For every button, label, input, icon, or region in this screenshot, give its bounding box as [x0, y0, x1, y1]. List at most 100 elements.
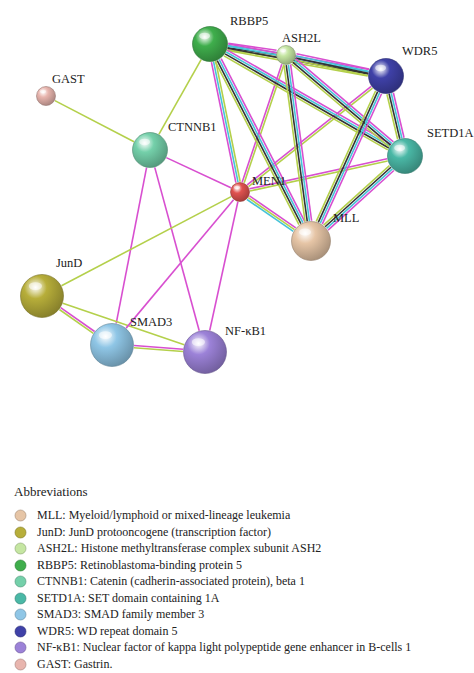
evidence-line: [288, 65, 309, 221]
protein-sphere: [192, 26, 228, 62]
evidence-line: [296, 54, 369, 69]
evidence-line: [55, 101, 134, 142]
interaction-edge: [166, 158, 231, 188]
protein-node: MLL: [291, 221, 331, 261]
legend-swatch: [15, 510, 26, 521]
legend-swatch-box: [14, 526, 27, 539]
evidence-line: [316, 91, 375, 221]
protein-node: NF-κB1: [183, 330, 227, 374]
interaction-edge: [224, 50, 391, 150]
sphere-highlight: [280, 49, 286, 53]
evidence-line: [61, 308, 95, 332]
evidence-line: [166, 158, 231, 188]
evidence-line: [216, 61, 240, 182]
sphere-shape: [133, 133, 168, 168]
legend-swatch-box: [14, 658, 27, 671]
evidence-line: [286, 65, 307, 221]
protein-node: GAST: [36, 86, 56, 106]
legend-row: SETD1A: SET domain containing 1A: [14, 591, 464, 605]
sphere-highlight: [199, 33, 210, 39]
sphere-highlight: [29, 282, 42, 290]
protein-sphere: [291, 221, 331, 261]
evidence-line: [247, 199, 293, 231]
interaction-edge: [295, 54, 369, 76]
sphere-shape: [21, 275, 64, 318]
node-label-box: MEN1: [252, 174, 286, 188]
sphere-shape: [193, 27, 228, 62]
evidence-line: [389, 94, 400, 139]
legend-text: ASH2L: Histone methyltransferase complex…: [37, 541, 321, 555]
node-label-box: MLL: [333, 211, 359, 225]
sphere-highlight: [139, 139, 150, 145]
node-label-box: RBBP5: [230, 14, 268, 28]
legend-text: MLL: Myeloid/lymphoid or mixed-lineage l…: [37, 508, 290, 522]
interaction-edge: [55, 101, 134, 142]
protein-name: CTNNB1: [168, 120, 217, 134]
protein-node: JunD: [20, 274, 64, 318]
legend-text: GAST: Gastrin.: [37, 657, 112, 671]
legend-swatch-box: [14, 592, 27, 605]
node-label-box: ASH2L: [282, 31, 321, 45]
interaction-edge: [210, 202, 238, 331]
legend-text: SETD1A: SET domain containing 1A: [37, 591, 219, 605]
legend-swatch: [15, 543, 26, 554]
sphere-shape: [231, 183, 250, 202]
protein-name: JunD: [56, 256, 82, 270]
legend-row: RBBP5: Retinoblastoma-binding protein 5: [14, 558, 464, 572]
legend-swatch-box: [14, 608, 27, 621]
evidence-line: [327, 169, 393, 229]
legend-text: CTNNB1: Catenin (cadherin-associated pro…: [37, 574, 305, 588]
legend-swatch: [15, 527, 26, 538]
legend-row: SMAD3: SMAD family member 3: [14, 607, 464, 621]
legend-swatch: [15, 659, 26, 670]
sphere-shape: [388, 139, 423, 174]
evidence-line: [387, 94, 398, 139]
legend-swatch: [15, 642, 26, 653]
node-label-box: NF-κB1: [225, 324, 266, 338]
legend-row: ASH2L: Histone methyltransferase complex…: [14, 541, 464, 555]
protein-sphere: [183, 330, 227, 374]
interaction-edge: [324, 166, 394, 230]
legend-swatch-box: [14, 559, 27, 572]
legend-text: RBBP5: Retinoblastoma-binding protein 5: [37, 558, 242, 572]
protein-name: MEN1: [252, 174, 286, 188]
legend-swatch: [15, 609, 26, 620]
evidence-line: [324, 166, 390, 226]
legend-swatch-box: [14, 542, 27, 555]
protein-name: RBBP5: [230, 14, 268, 28]
evidence-line: [116, 168, 146, 324]
protein-node: MEN1: [230, 182, 250, 202]
legend-row: NF-κB1: Nuclear factor of kappa light po…: [14, 640, 464, 654]
protein-sphere: [368, 58, 404, 94]
sphere-shape: [292, 222, 331, 261]
sphere-shape: [184, 331, 227, 374]
protein-node: SMAD3: [90, 323, 134, 367]
legend-heading: Abbreviations: [14, 484, 464, 500]
protein-sphere: [132, 132, 168, 168]
sphere-highlight: [40, 90, 46, 94]
sphere-highlight: [99, 331, 112, 339]
legend-swatch-box: [14, 641, 27, 654]
legend-row: GAST: Gastrin.: [14, 657, 464, 671]
evidence-line: [221, 59, 305, 222]
node-label-box: SETD1A: [427, 126, 474, 140]
node-label-box: CTNNB1: [168, 120, 217, 134]
protein-name: WDR5: [402, 44, 437, 58]
interaction-edge: [61, 197, 231, 286]
interaction-edge: [387, 93, 404, 140]
legend-row: JunD: JunD protooncogene (transcription …: [14, 525, 464, 539]
evidence-line: [328, 171, 394, 231]
legend-row: WDR5: WD repeat domain 5: [14, 624, 464, 638]
evidence-line: [61, 197, 231, 286]
legend-swatch: [15, 626, 26, 637]
protein-name: NF-κB1: [225, 324, 266, 338]
sphere-shape: [91, 324, 134, 367]
protein-sphere: [20, 274, 64, 318]
sphere-shape: [369, 59, 404, 94]
interaction-edge: [284, 64, 312, 221]
legend-text: NF-κB1: Nuclear factor of kappa light po…: [37, 640, 411, 654]
protein-sphere: [90, 323, 134, 367]
node-label-box: WDR5: [402, 44, 437, 58]
legend-text: WDR5: WD repeat domain 5: [37, 624, 177, 638]
legend-swatch-box: [14, 575, 27, 588]
